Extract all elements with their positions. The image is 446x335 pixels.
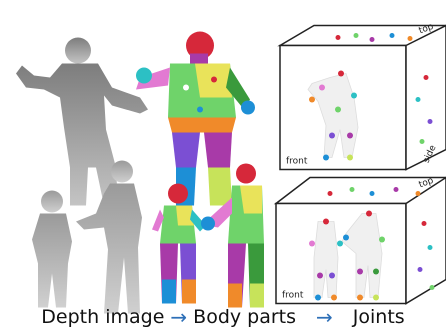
body-parts-single-person (136, 32, 255, 206)
caption-depth-image: Depth image (41, 306, 164, 328)
front-label: front (286, 157, 308, 167)
joints-box-single: front side top (280, 22, 446, 170)
caption-joints: Joints (353, 306, 405, 328)
arrow-icon: → (316, 307, 333, 327)
front-label-2: front (282, 291, 304, 301)
body-parts-two-people (152, 164, 264, 308)
pipeline-caption: Depth image → Body parts → Joints (0, 300, 446, 334)
arrow-icon: → (170, 307, 187, 327)
caption-body-parts: Body parts (193, 306, 296, 328)
joints-box-two-people: front top (276, 176, 446, 304)
